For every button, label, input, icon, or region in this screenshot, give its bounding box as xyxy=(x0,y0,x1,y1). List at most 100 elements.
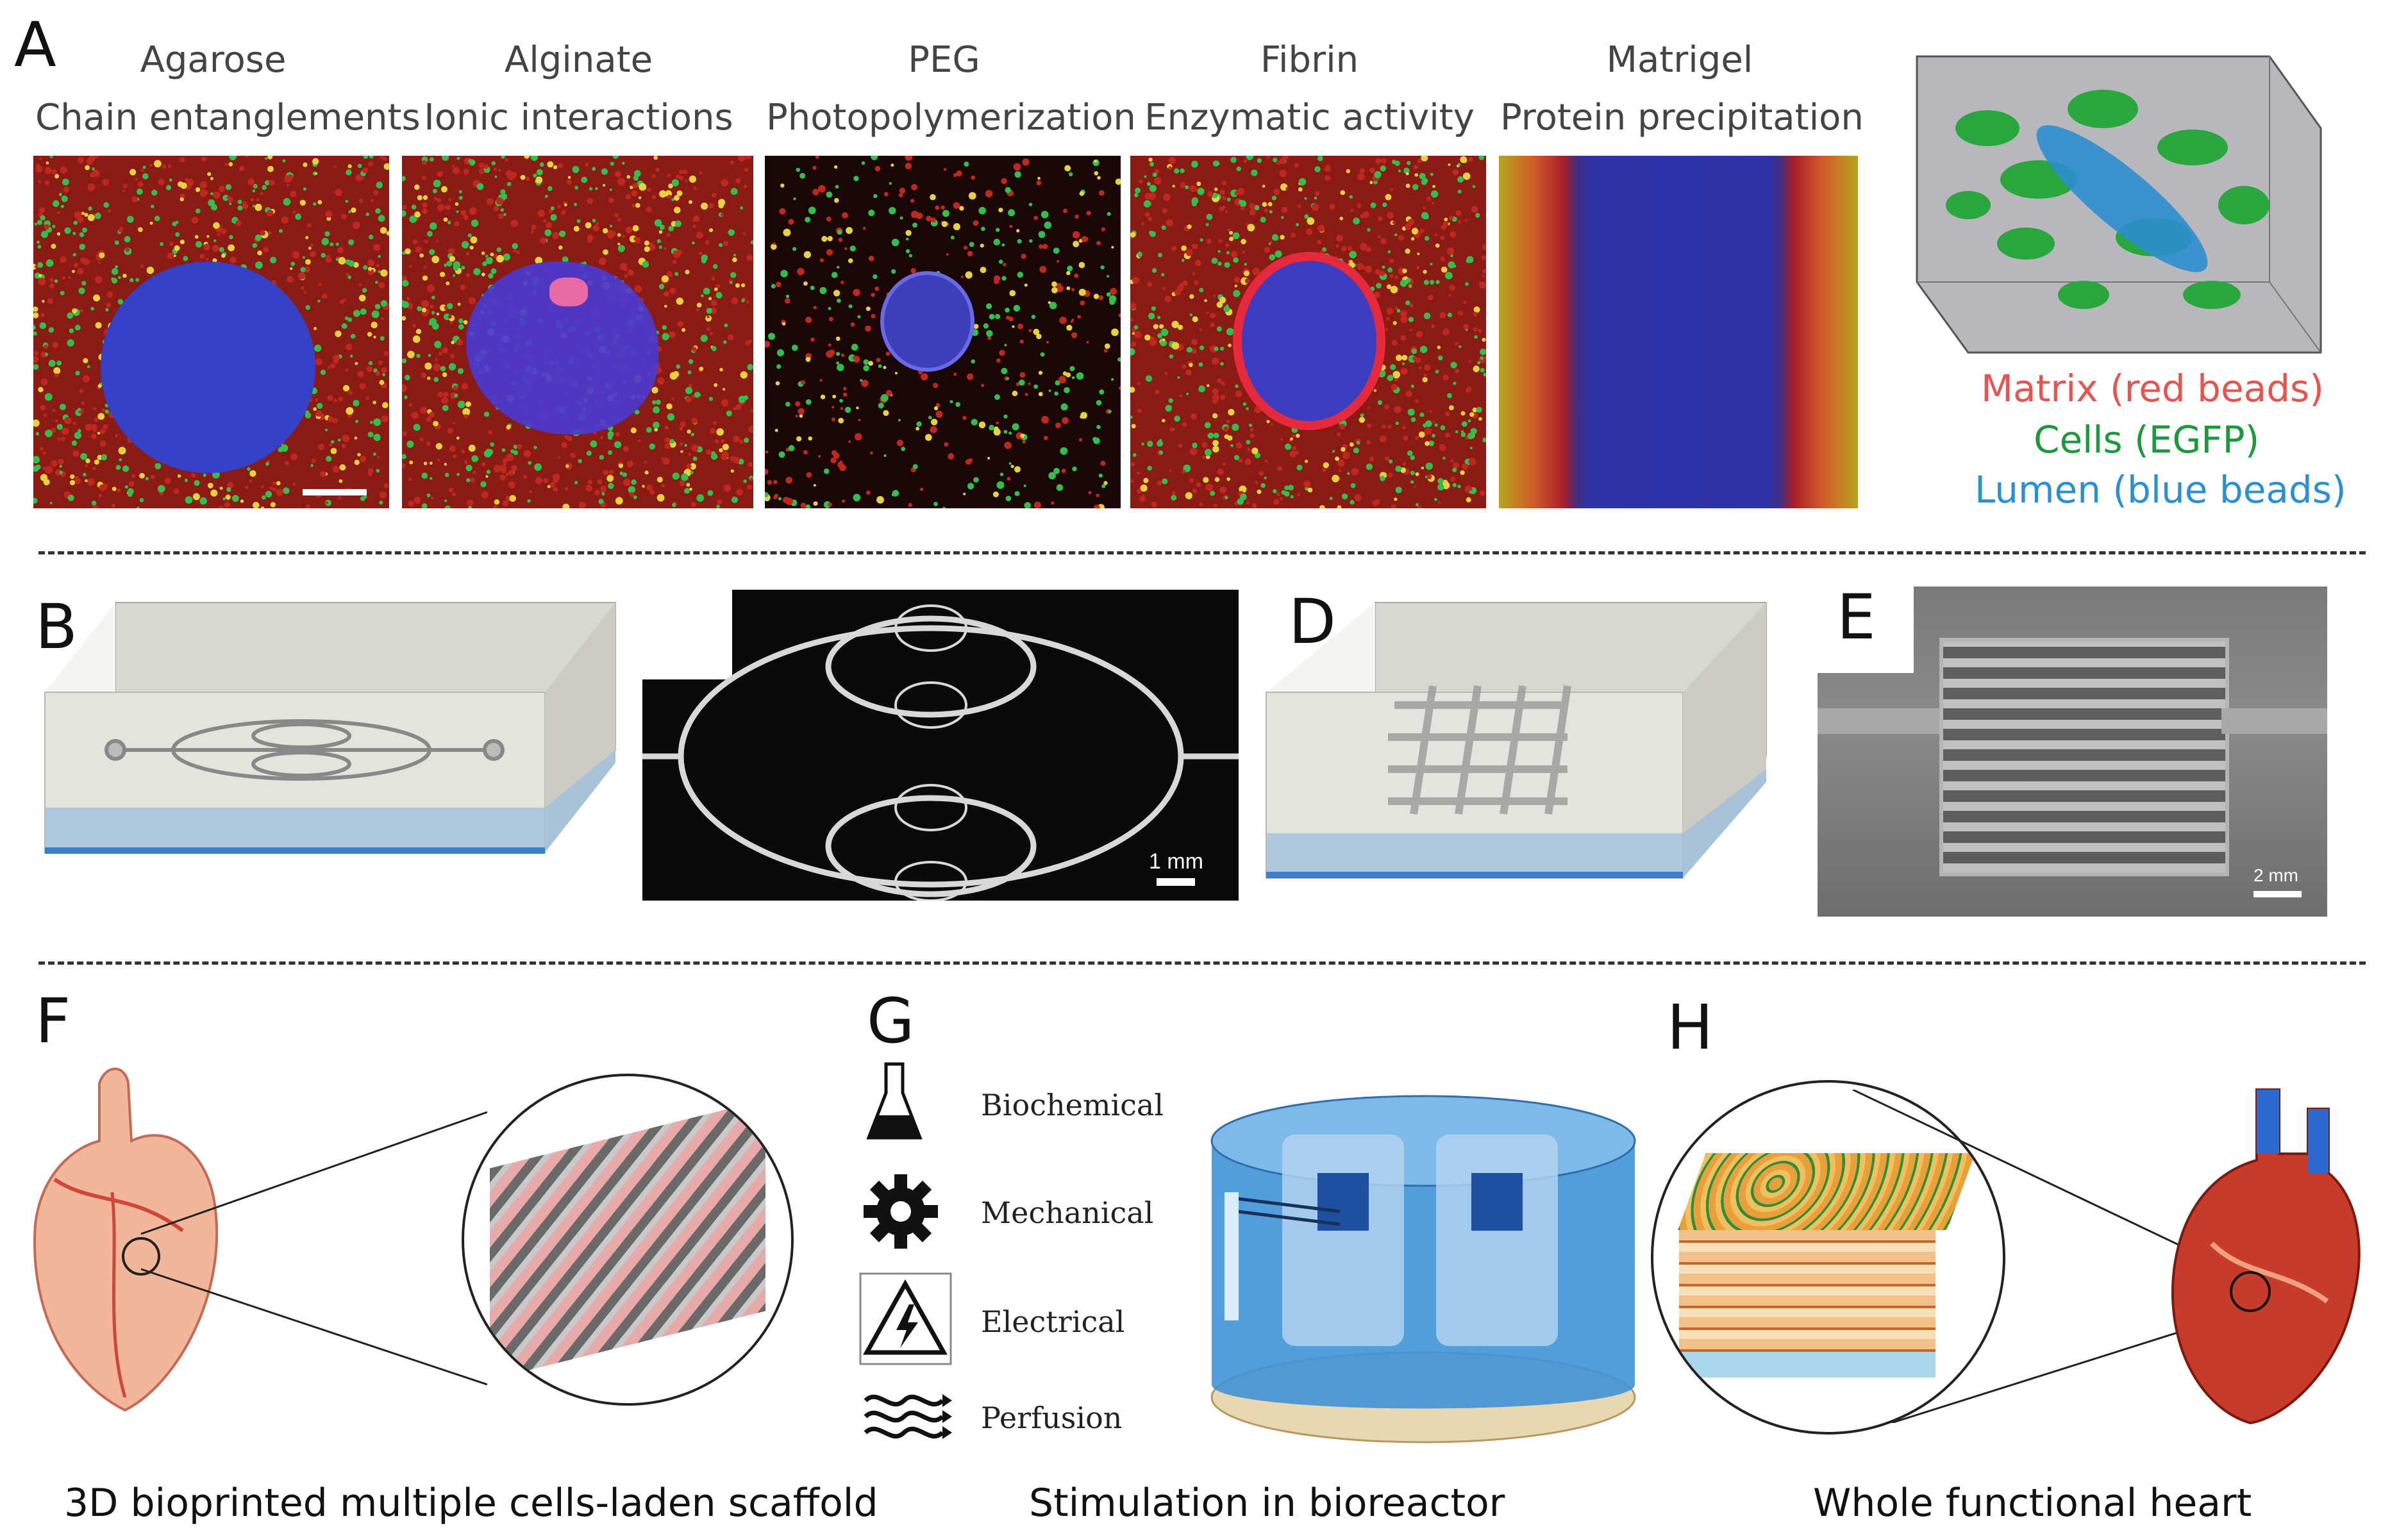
speckle-dot xyxy=(973,477,979,483)
speckle-dot xyxy=(433,179,441,188)
speckle-dot xyxy=(1370,202,1376,208)
speckle-dot xyxy=(1168,398,1173,403)
speckle-dot xyxy=(735,178,741,183)
speckle-dot xyxy=(40,404,46,411)
speckle-dot xyxy=(1444,272,1453,279)
speckle-dot xyxy=(776,281,782,288)
speckle-dot xyxy=(943,168,947,171)
panel-letter-e: E xyxy=(1837,581,1876,653)
speckle-dot xyxy=(1251,503,1257,508)
speckle-dot xyxy=(1100,265,1105,270)
speckle-dot xyxy=(942,506,946,508)
speckle-dot xyxy=(1040,352,1045,357)
speckle-dot xyxy=(1154,177,1162,185)
speckle-dot xyxy=(408,500,414,507)
speckle-dot xyxy=(348,210,351,213)
speckle-dot xyxy=(351,207,356,213)
speckle-dot xyxy=(35,165,43,173)
speckle-dot xyxy=(549,482,556,488)
speckle-dot xyxy=(1191,413,1197,420)
speckle-dot xyxy=(355,419,359,423)
speckle-dot xyxy=(424,362,432,370)
speckle-dot xyxy=(55,419,58,423)
speckle-dot xyxy=(139,472,145,479)
speckle-dot xyxy=(481,251,485,255)
speckle-dot xyxy=(440,365,446,372)
speckle-dot xyxy=(59,403,66,411)
speckle-dot xyxy=(1233,290,1241,297)
speckle-dot xyxy=(346,272,349,276)
speckle-dot xyxy=(1442,479,1448,485)
speckle-dot xyxy=(747,364,753,370)
speckle-dot xyxy=(1390,364,1396,370)
speckle-dot xyxy=(962,415,967,420)
speckle-dot xyxy=(858,419,861,422)
speckle-dot xyxy=(60,256,67,263)
speckle-dot xyxy=(1151,306,1156,311)
speckle-dot xyxy=(290,453,297,461)
speckle-dot xyxy=(642,261,649,268)
speckle-dot xyxy=(1229,237,1234,242)
speckle-dot xyxy=(1407,161,1411,165)
speckle-dot xyxy=(723,340,727,344)
speckle-dot xyxy=(360,308,367,315)
speckle-dot xyxy=(911,210,919,219)
speckle-dot xyxy=(1162,338,1166,342)
speckle-dot xyxy=(365,212,370,217)
speckle-dot xyxy=(61,437,65,442)
speckle-dot xyxy=(996,421,999,425)
speckle-dot xyxy=(530,156,538,162)
speckle-dot xyxy=(1019,339,1024,344)
speckle-dot xyxy=(53,367,61,374)
speckle-dot xyxy=(562,256,569,263)
speckle-dot xyxy=(358,198,364,203)
speckle-dot xyxy=(999,349,1005,356)
tissue-block-front xyxy=(1679,1230,1936,1358)
speckle-dot xyxy=(674,195,680,201)
speckle-dot xyxy=(496,247,502,253)
speckle-dot xyxy=(1182,280,1188,286)
speckle-dot xyxy=(80,453,87,460)
speckle-dot xyxy=(276,488,283,496)
speckle-dot xyxy=(1479,490,1485,496)
speckle-dot xyxy=(805,217,811,223)
speckle-dot xyxy=(1239,199,1244,205)
speckle-dot xyxy=(727,334,734,341)
speckle-dot xyxy=(454,394,458,398)
speckle-dot xyxy=(901,446,906,451)
speckle-dot xyxy=(1387,212,1394,219)
speckle-dot xyxy=(558,245,563,250)
speckle-dot xyxy=(72,231,76,235)
speckle-dot xyxy=(1172,491,1176,495)
speckle-dot xyxy=(788,445,795,452)
speckle-dot xyxy=(1297,493,1300,497)
speckle-dot xyxy=(372,401,376,404)
speckle-dot xyxy=(679,480,685,487)
speckle-dot xyxy=(212,470,220,479)
speckle-dot xyxy=(444,505,451,508)
speckle-dot xyxy=(656,239,661,244)
speckle-dot xyxy=(633,175,639,181)
speckle-dot xyxy=(836,361,839,365)
speckle-dot xyxy=(48,327,54,333)
speckle-dot xyxy=(1411,348,1417,354)
speckle-dot xyxy=(33,306,38,312)
speckle-dot xyxy=(1103,481,1108,485)
speckle-dot xyxy=(1234,284,1237,288)
speckle-dot xyxy=(1373,180,1378,185)
speckle-dot xyxy=(959,206,964,211)
speckle-dot xyxy=(612,156,619,159)
speckle-dot xyxy=(1475,213,1480,218)
speckle-dot xyxy=(719,243,723,247)
speckle-dot xyxy=(624,274,628,278)
speckle-dot xyxy=(122,465,130,472)
speckle-dot xyxy=(1185,492,1192,499)
speckle-dot xyxy=(338,397,343,402)
speckle-dot xyxy=(37,220,42,225)
speckle-dot xyxy=(1349,195,1353,199)
speckle-dot xyxy=(1461,421,1467,427)
speckle-dot xyxy=(129,278,134,283)
speckle-dot xyxy=(1130,462,1135,467)
speckle-dot xyxy=(52,200,60,207)
speckle-dot xyxy=(680,450,683,453)
